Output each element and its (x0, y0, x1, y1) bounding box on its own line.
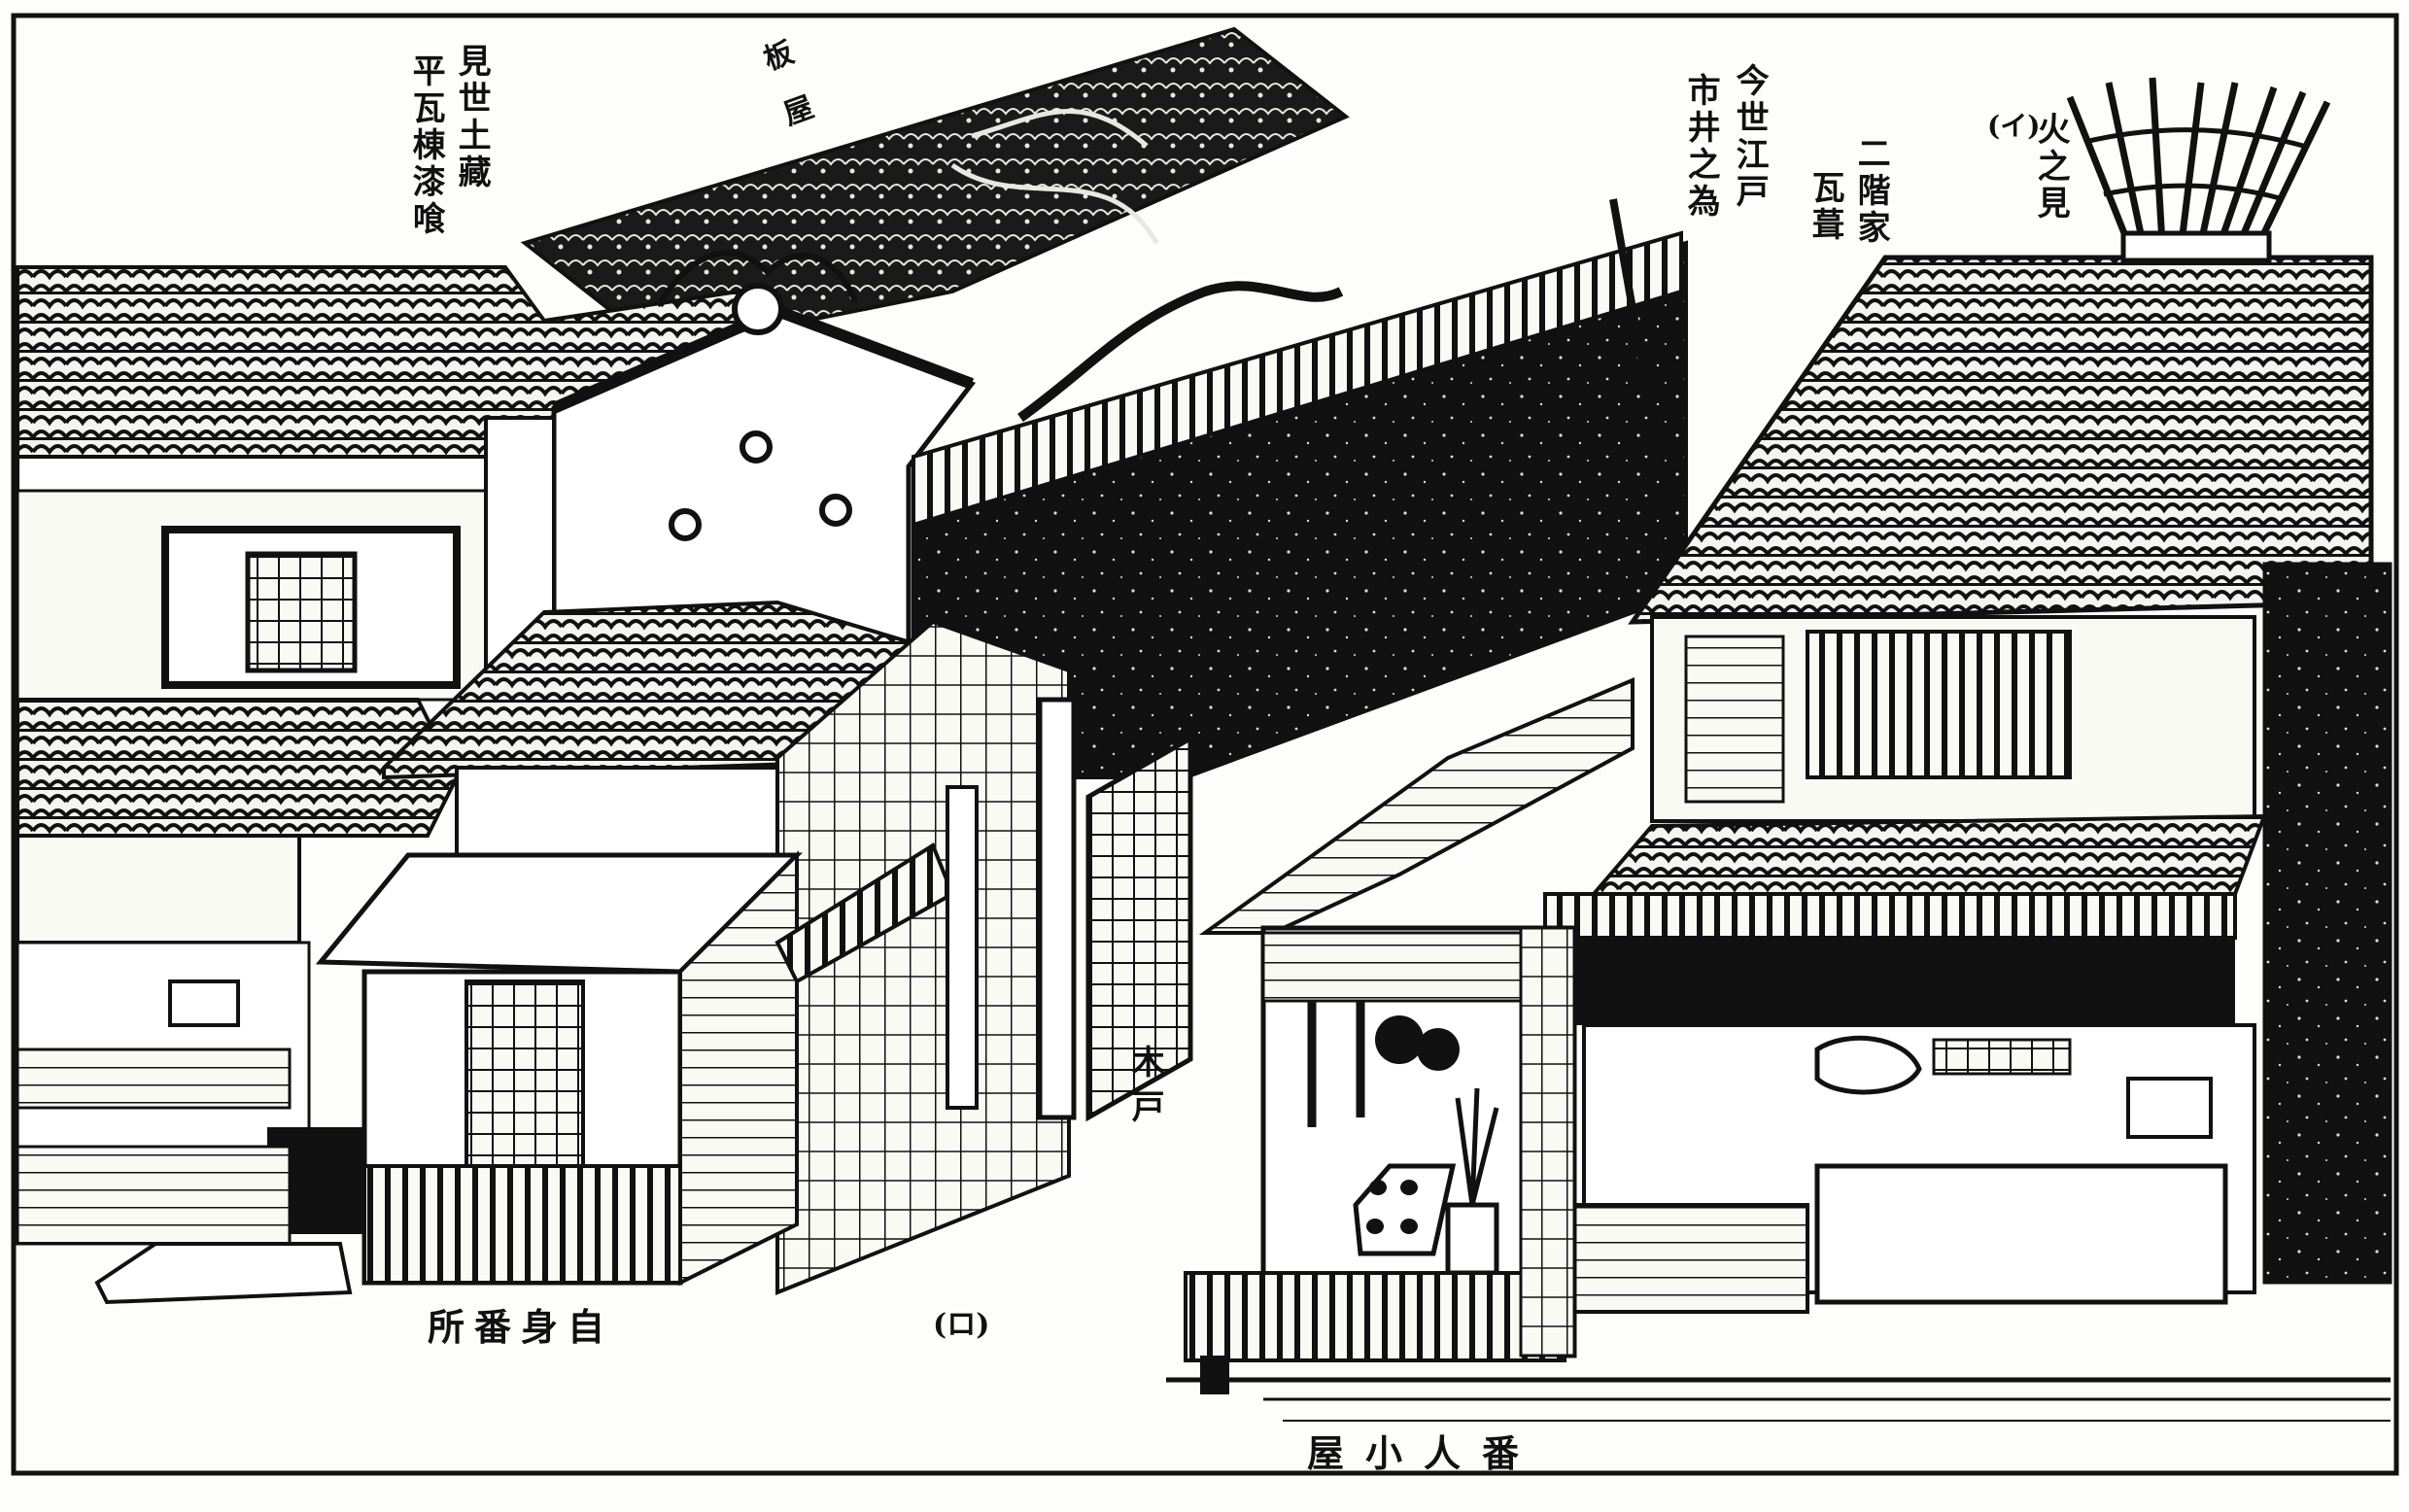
label-marker-ro: (ロ) (933, 1308, 990, 1342)
label-watchman-hut: 番人小屋 (1307, 1431, 1541, 1475)
street-ground (1166, 1377, 2391, 1422)
label-guard-office: 自身番所 (428, 1305, 615, 1349)
label-two-storey-col2: 瓦葺 (1806, 170, 1845, 244)
goods-box-right (2126, 1077, 2213, 1139)
right-two-storey-shop (1543, 255, 2392, 1314)
label-marker-i: (イ) (1987, 110, 2041, 142)
guard-house (94, 600, 1071, 1305)
label-storehouse-col1: 見世土藏 (452, 44, 492, 191)
label-edo-col2: 市井之為 (1681, 73, 1721, 221)
label-edo-col1: 今世江戸 (1730, 63, 1770, 211)
goods-box (168, 979, 240, 1027)
fire-watchtower (2066, 77, 2331, 263)
plaster-storehouse (484, 250, 977, 711)
label-storehouse-col2: 平瓦棟漆喰 (406, 53, 446, 238)
label-gate: 木戸 (1125, 1045, 1165, 1134)
guard-hut (1184, 676, 1635, 1394)
label-two-storey-col1: 二階家 (1851, 136, 1891, 247)
dark-rear-block (912, 198, 1688, 779)
left-shop-building (16, 265, 740, 1246)
wooden-gate (946, 697, 1193, 1122)
print-border (11, 13, 2399, 1476)
label-fire-tower: 火之見 (2031, 112, 2071, 223)
crest-icon (732, 283, 784, 335)
